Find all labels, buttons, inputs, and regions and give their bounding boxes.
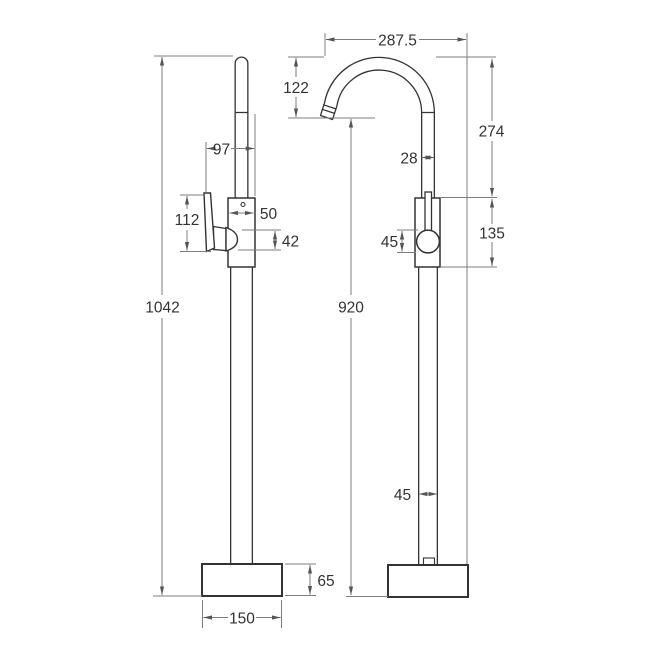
front-view: 287.5 122 920: [283, 33, 505, 598]
front-base-plate: [387, 564, 469, 598]
dimension-riser-width: 45: [394, 487, 438, 504]
dim-outlet-floor-height-label: 920: [338, 300, 364, 317]
side-view-dimensions: 1042 97 112 50: [145, 55, 335, 628]
dim-handle-knob-label: 45: [381, 234, 398, 251]
side-view-faucet-outline: [201, 56, 283, 597]
front-view-faucet-outline: [319, 56, 469, 598]
dimension-outlet-floor-height: 920: [338, 118, 388, 597]
side-view: 1042 97 112 50: [145, 55, 335, 628]
dimension-base-height: 65: [285, 563, 335, 596]
dimension-handle-height: 112: [175, 194, 211, 252]
front-nozzle-joint-seam: [322, 104, 337, 110]
side-handle-dome: [225, 226, 239, 252]
dimension-handle-offset: 97: [205, 114, 256, 196]
dim-outlet-height-label: 42: [282, 234, 299, 251]
dim-spout-rise-label: 274: [479, 124, 505, 141]
dimension-body-height: 135: [441, 198, 505, 268]
front-gooseneck-fill: [321, 58, 434, 205]
dim-body-width-label: 50: [260, 206, 278, 223]
dim-riser-width-label: 45: [394, 487, 411, 504]
side-handle-connector: [212, 225, 227, 252]
dimension-body-width: 50: [229, 206, 278, 223]
dimension-overall-height: 1042: [145, 55, 233, 597]
front-handle-lever-edge: [424, 191, 433, 232]
front-handle-knob: [415, 229, 441, 254]
front-base-collar: [422, 557, 436, 566]
front-view-dimensions: 287.5 122 920: [283, 33, 505, 597]
dimension-handle-knob: 45: [381, 229, 418, 253]
dimension-base-width: 150: [202, 600, 282, 628]
dimension-spout-drop: 122: [283, 57, 309, 118]
dim-spout-drop-label: 122: [283, 80, 309, 97]
dimension-spout-pipe-width: 28: [400, 151, 435, 168]
dim-handle-offset-label: 97: [213, 142, 230, 159]
dimension-spout-reach: 287.5: [324, 33, 468, 564]
dimension-outlet-height: 42: [238, 229, 299, 251]
dim-handle-height-label: 112: [175, 212, 200, 229]
side-handle-lever: [203, 192, 216, 253]
dim-spout-reach-label: 287.5: [378, 33, 417, 50]
dim-base-height-label: 65: [317, 573, 334, 590]
dim-overall-height-label: 1042: [145, 300, 179, 317]
dim-body-height-label: 135: [479, 226, 505, 243]
dim-base-width-label: 150: [229, 611, 255, 628]
side-base-plate: [201, 563, 283, 597]
front-aerator-band: [321, 108, 335, 114]
dimension-spout-rise: 274: [441, 58, 505, 198]
dim-spout-pipe-width-label: 28: [400, 151, 417, 168]
side-set-screw: [240, 201, 246, 208]
